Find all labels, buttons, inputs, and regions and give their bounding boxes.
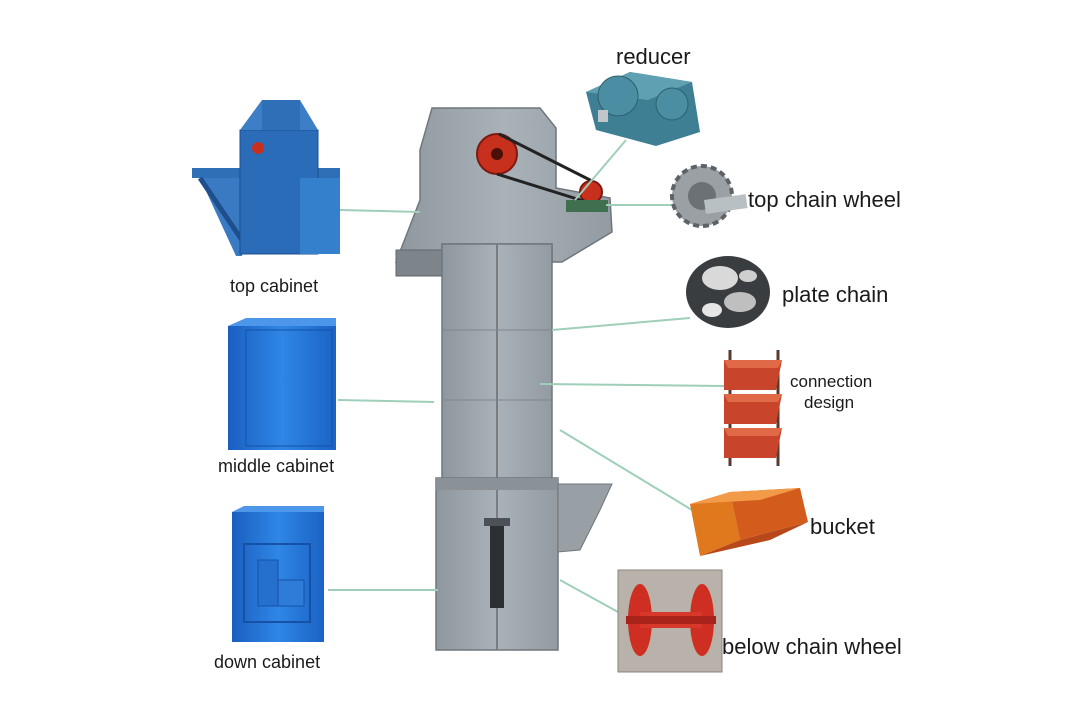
bucket-elevator-main: [394, 107, 613, 651]
connection-design-label-line1: connection: [790, 372, 873, 391]
connection-design-image: [724, 350, 782, 466]
middle-cabinet-image: [228, 318, 336, 450]
down-cabinet-label: down cabinet: [214, 652, 321, 672]
reducer-label: reducer: [616, 44, 691, 69]
middle-cabinet-label: middle cabinet: [218, 456, 335, 476]
down-cabinet-image: [232, 506, 324, 642]
plate-chain-label: plate chain: [782, 282, 889, 307]
top-chain-wheel-image: [670, 164, 748, 228]
bucket-image: [690, 488, 808, 556]
below-chain-wheel-label: below chain wheel: [722, 634, 902, 659]
leader-lines: [328, 139, 725, 613]
top-chain-wheel-label: top chain wheel: [748, 187, 901, 212]
plate-chain-image: [686, 256, 770, 328]
reducer-image: [586, 72, 700, 146]
top-cabinet-image: [192, 100, 340, 256]
connection-design-label-line2: design: [804, 393, 855, 412]
bucket-label: bucket: [810, 514, 875, 539]
below-chain-wheel-image: [617, 569, 723, 673]
top-cabinet-label: top cabinet: [230, 276, 319, 296]
